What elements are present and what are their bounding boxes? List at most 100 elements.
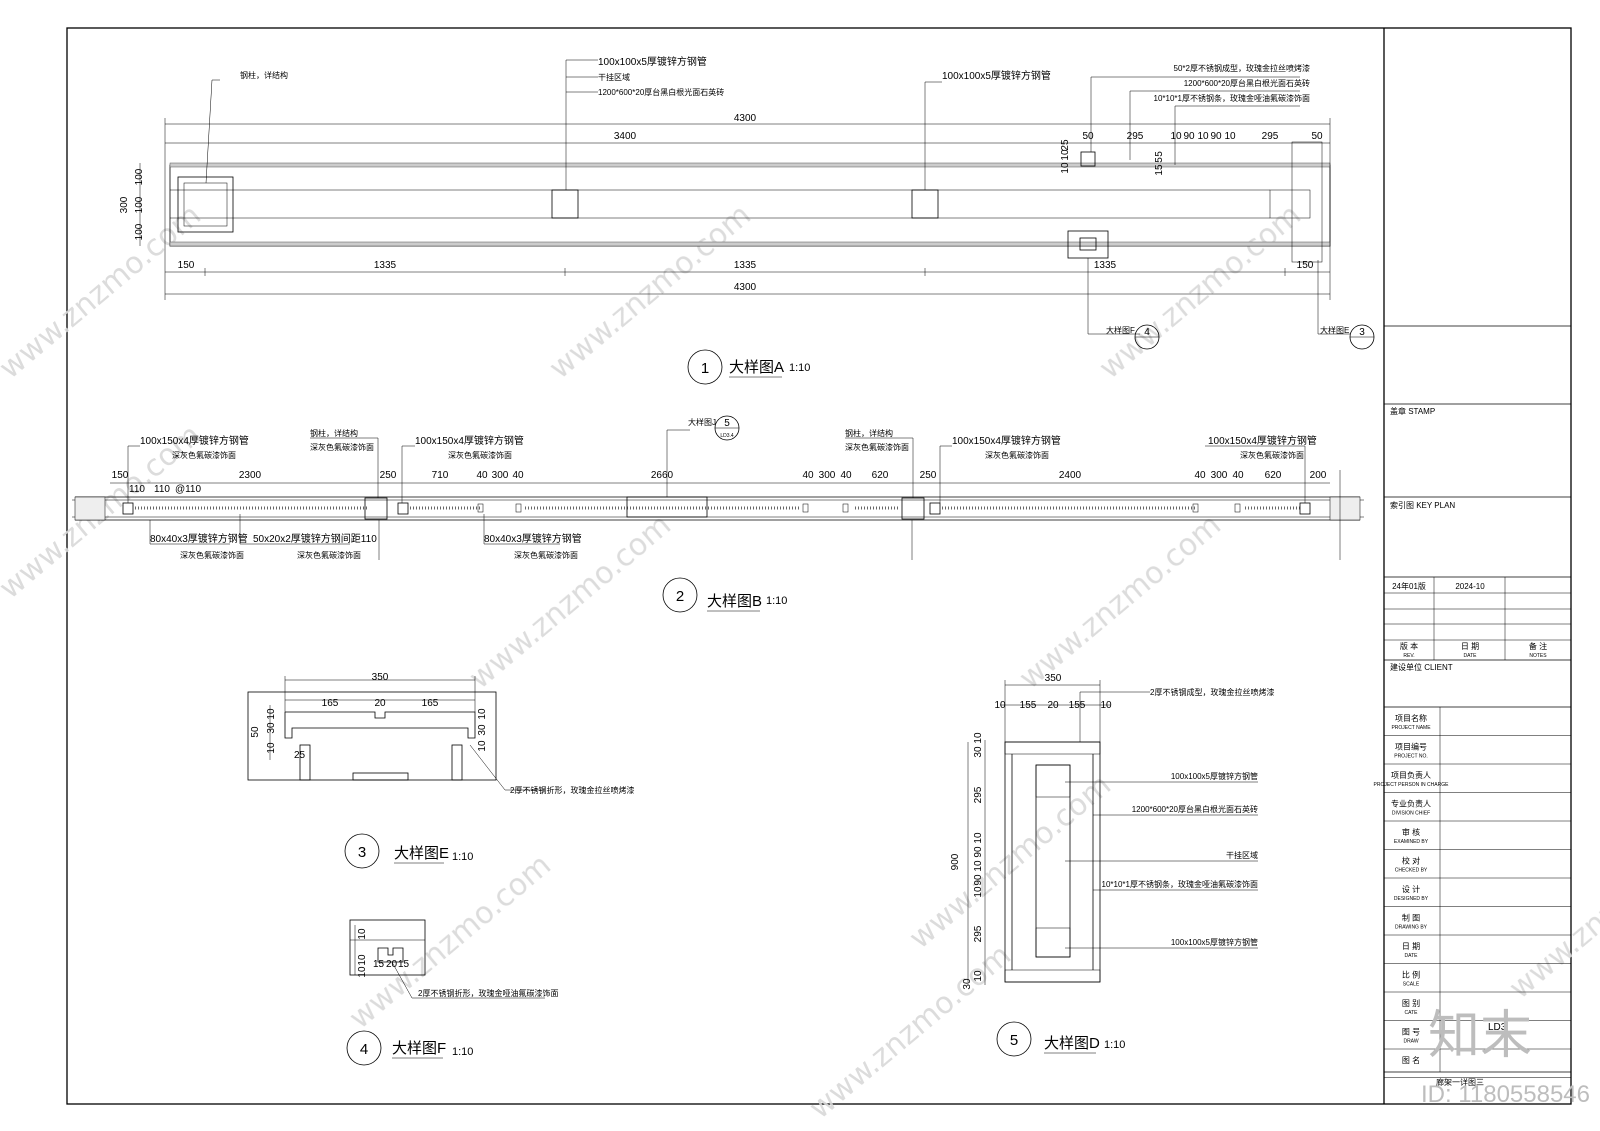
steel-column [177,176,234,233]
svg-text:深灰色氟碳漆饰面: 深灰色氟碳漆饰面 [845,442,909,452]
svg-text:1200*600*20厚台黑白根光面石英砖: 1200*600*20厚台黑白根光面石英砖 [1184,78,1310,88]
svg-text:100x100x5厚镀锌方钢管: 100x100x5厚镀锌方钢管 [942,69,1051,82]
svg-text:10: 10 [357,954,368,966]
svg-text:250: 250 [920,470,937,481]
title-block-row-label-en: CHECKED BY [1395,868,1428,874]
svg-text:710: 710 [432,470,449,481]
svg-text:150: 150 [112,470,129,481]
svg-text:1200*600*20厚台黑白根光面石英砖: 1200*600*20厚台黑白根光面石英砖 [1132,804,1258,814]
svg-text:@110: @110 [175,484,202,495]
svg-text:2400: 2400 [1059,470,1082,481]
svg-text:50*2厚不锈钢成型，玫瑰金拉丝喷烤漆: 50*2厚不锈钢成型，玫瑰金拉丝喷烤漆 [1174,63,1310,73]
svg-text:300: 300 [1211,470,1228,481]
svg-text:3: 3 [1359,327,1365,338]
svg-text:295: 295 [1262,131,1279,142]
svg-text:深灰色氟碳漆饰面: 深灰色氟碳漆饰面 [180,550,244,560]
svg-text:10: 10 [1197,131,1209,142]
detail-a-right-end [1269,189,1311,219]
svg-text:盖章 STAMP: 盖章 STAMP [1390,406,1435,416]
svg-text:日 期: 日 期 [1461,642,1479,651]
logo: 知末 [1428,1006,1532,1066]
svg-text:2厚不锈钢成型，玫瑰金拉丝喷烤漆: 2厚不锈钢成型，玫瑰金拉丝喷烤漆 [1150,687,1274,697]
svg-text:90: 90 [973,874,984,886]
svg-text:www.znzmo.com: www.znzmo.com [903,768,1118,957]
svg-text:10: 10 [1170,131,1182,142]
svg-text:90: 90 [1210,131,1222,142]
svg-text:1:10: 1:10 [452,1046,473,1058]
svg-text:30: 30 [962,978,973,990]
svg-text:2厚不锈钢折形，玫瑰金哑油氟碳漆饰面: 2厚不锈钢折形，玫瑰金哑油氟碳漆饰面 [418,988,558,998]
svg-text:100x150x4厚镀锌方钢管: 100x150x4厚镀锌方钢管 [1208,434,1317,447]
detail-f-number: 4 [360,1041,368,1058]
sheet-title: 廊架一详图三 [1436,1077,1484,1087]
svg-text:10: 10 [973,970,984,982]
svg-text:20: 20 [1047,700,1059,711]
detail-b-number: 2 [676,588,684,605]
detail-a-title: 大样图A [729,359,784,376]
svg-text:DATE: DATE [1464,653,1478,659]
svg-text:110: 110 [154,484,170,495]
svg-text:深灰色氟碳漆饰面: 深灰色氟碳漆饰面 [1240,450,1304,460]
svg-text:钢柱，详结构: 钢柱，详结构 [310,428,358,438]
svg-text:深灰色氟碳漆饰面: 深灰色氟碳漆饰面 [172,450,236,460]
title-block-row-label: 比 例 [1402,970,1420,980]
svg-text:深灰色氟碳漆饰面: 深灰色氟碳漆饰面 [310,442,374,452]
svg-text:10*10*1厚不锈钢条，玫瑰金哑油氟碳漆饰面: 10*10*1厚不锈钢条，玫瑰金哑油氟碳漆饰面 [1102,879,1258,889]
detail-e: 350 165 20 165 10 30 50 10 25 10 30 10 2… [247,672,634,869]
svg-text:10: 10 [994,700,1006,711]
svg-text:4300: 4300 [734,113,757,124]
svg-text:3400: 3400 [614,131,637,142]
svg-text:90: 90 [973,846,984,858]
svg-text:大样图J: 大样图J [688,417,716,427]
svg-text:1200*600*20厚台黑白根光面石英砖: 1200*600*20厚台黑白根光面石英砖 [598,87,724,97]
detail-f-title: 大样图F [392,1040,446,1057]
svg-text:300: 300 [819,470,836,481]
svg-text:20: 20 [386,959,398,970]
svg-text:大样图F: 大样图F [1106,325,1135,335]
svg-text:www.znzmo.com: www.znzmo.com [803,938,1018,1127]
svg-text:5: 5 [1154,151,1165,157]
svg-text:1:10: 1:10 [766,595,787,607]
svg-text:350: 350 [1045,673,1062,684]
title-block: 盖章 STAMP 索引图 KEY PLAN 24年01版 2024-10 版 本… [1374,325,1590,1108]
title-block-row-label: 专业负责人 [1391,799,1431,809]
svg-text:295: 295 [973,925,984,942]
svg-text:深灰色氟碳漆饰面: 深灰色氟碳漆饰面 [514,550,578,560]
title-block-row-label: 图 名 [1402,1055,1420,1065]
svg-text:www.znzmo.com: www.znzmo.com [1093,198,1308,387]
svg-text:10: 10 [266,708,277,720]
svg-text:2660: 2660 [651,470,674,481]
svg-text:350: 350 [372,672,389,683]
svg-text:40: 40 [802,470,814,481]
detail-e-number: 3 [358,844,366,861]
detail-b: 100x150x4厚镀锌方钢管 深灰色氟碳漆饰面 钢柱，详结构 深灰色氟碳漆饰面… [72,415,1364,613]
svg-text:90: 90 [1183,131,1195,142]
svg-text:50: 50 [250,726,261,738]
svg-text:165: 165 [322,698,339,709]
svg-text:深灰色氟碳漆饰面: 深灰色氟碳漆饰面 [985,450,1049,460]
svg-text:2300: 2300 [239,470,262,481]
svg-text:www.znzmo.com: www.znzmo.com [1503,818,1600,1007]
detail-a: 4300 3400 50 295 10 90 10 90 10 295 50 1… [119,55,1375,385]
svg-text:NOTES: NOTES [1529,653,1547,659]
title-block-row-label: 日 期 [1402,942,1420,951]
title-block-row-label-en: DESIGNED BY [1394,896,1429,902]
svg-text:www.znzmo.com: www.znzmo.com [1013,508,1228,697]
detail-d: 350 10 155 20 155 10 900 10 30 295 10 90… [950,673,1274,1057]
svg-text:5: 5 [724,418,730,429]
svg-text:40: 40 [512,470,524,481]
title-block-row-label-en: DRAWING BY [1395,925,1428,931]
steel-column-b-1 [364,497,388,520]
svg-text:10: 10 [973,860,984,872]
title-block-row-label-en: PROJECT PERSON IN CHARGE [1374,782,1450,788]
svg-text:295: 295 [973,786,984,803]
svg-text:1:10: 1:10 [1104,1039,1125,1051]
svg-text:50: 50 [1082,131,1094,142]
svg-text:深灰色氟碳漆饰面: 深灰色氟碳漆饰面 [448,450,512,460]
svg-text:150: 150 [1297,260,1314,271]
svg-text:100x150x4厚镀锌方钢管: 100x150x4厚镀锌方钢管 [140,434,249,447]
detail-f: 10 10 10 15 20 15 2厚不锈钢折形，玫瑰金哑油氟碳漆饰面 4 大… [346,919,558,1066]
detail-e-number-bubble [344,833,380,869]
detail-d-title: 大样图D [1044,1035,1100,1052]
svg-text:大样图E: 大样图E [1320,325,1349,335]
